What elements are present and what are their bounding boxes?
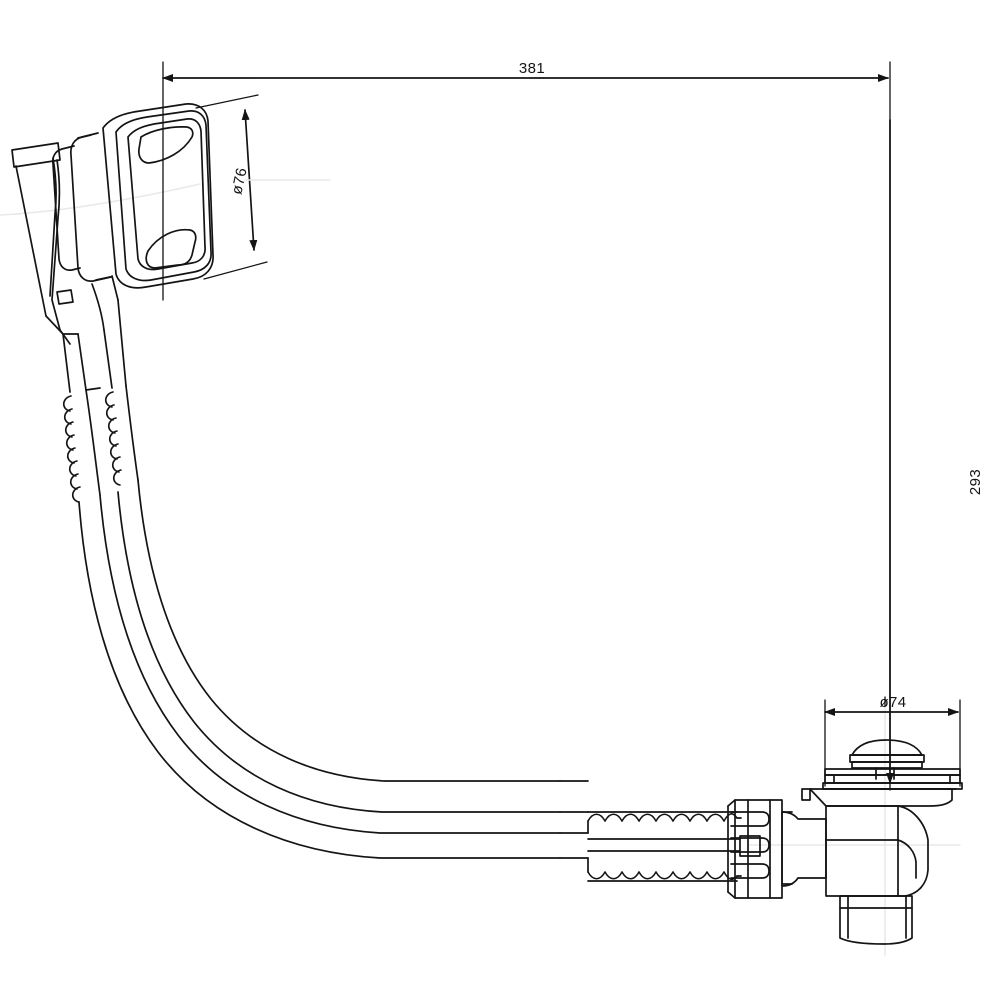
ribbed-coupling-nut	[727, 799, 793, 899]
dimension-381	[162, 61, 891, 791]
waste-flange-rings	[822, 774, 963, 790]
centerline-group	[0, 183, 961, 956]
overflow-filler-head	[51, 103, 214, 289]
curved-flexible-hose	[78, 479, 561, 859]
dimension-d76	[195, 94, 331, 280]
dimension-label-overall-drop: 293	[967, 469, 984, 495]
click-clack-plug	[824, 739, 961, 780]
upper-corrugated-hose	[62, 299, 139, 503]
handle-stem	[11, 142, 119, 345]
dimension-label-waste-flange-diameter: ø74	[879, 694, 906, 711]
dimension-label-overall-length: 381	[519, 60, 545, 77]
dimension-293	[886, 119, 956, 784]
dimension-label-filler-head-diameter: ø76	[228, 166, 250, 196]
waste-body	[781, 788, 953, 897]
lower-corrugated-hose	[559, 780, 742, 882]
waste-outlet-spigot	[839, 895, 913, 945]
